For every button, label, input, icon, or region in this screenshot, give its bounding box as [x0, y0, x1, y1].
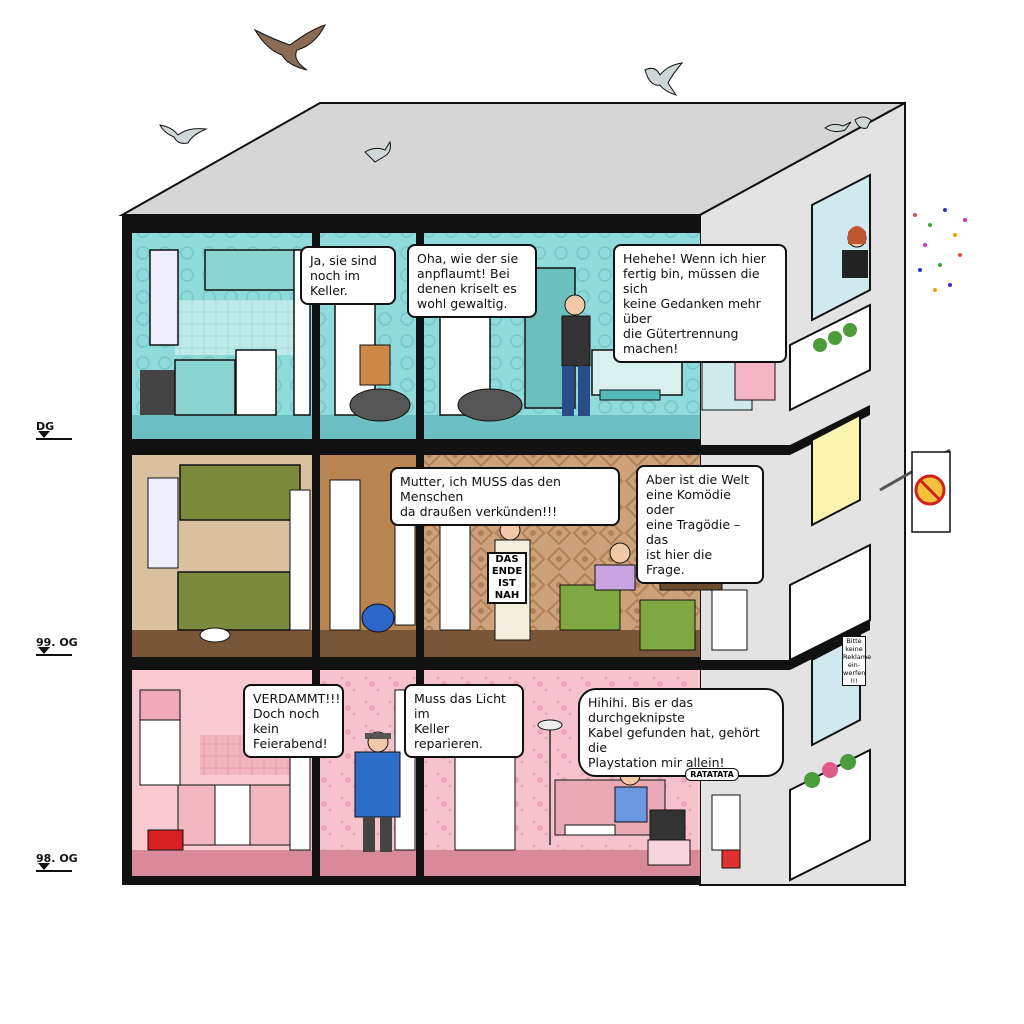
- speech-bubble-mutter: Mutter, ich MUSS das den Menschen da dra…: [390, 467, 620, 526]
- floor-label-dg-text: DG: [36, 420, 55, 433]
- birds: [253, 24, 326, 71]
- speech-bubble-licht: Muss das Licht im Keller reparieren.: [404, 684, 524, 758]
- speech-bubble-anpflaumt: Oha, wie der sie anpflaumt! Bei denen kr…: [407, 244, 537, 318]
- end-is-near-sign: DAS ENDE IST NAH: [487, 552, 527, 604]
- speech-bubble-hihihi: Hihihi. Bis er das durchgeknipste Kabel …: [578, 688, 784, 777]
- ratatata-label: RATATATA: [685, 768, 739, 781]
- floor-line: [36, 870, 72, 872]
- speech-bubble-keller: Ja, sie sind noch im Keller.: [300, 246, 396, 305]
- floor-line: [36, 654, 72, 656]
- speech-bubble-welt: Aber ist die Welt eine Komödie oder eine…: [636, 465, 764, 584]
- floor-label-98-text: 98. OG: [36, 852, 78, 865]
- floor-marker-icon: [38, 647, 50, 654]
- floor-label-99: 99. OG: [36, 636, 78, 656]
- speech-bubble-hehehe: Hehehe! Wenn ich hier fertig bin, müssen…: [613, 244, 787, 363]
- floor-label-99-text: 99. OG: [36, 636, 78, 649]
- floor-line: [36, 438, 72, 440]
- speech-bubble-verdammt: VERDAMMT!!! Doch noch kein Feierabend!: [243, 684, 344, 758]
- floor-label-98: 98. OG: [36, 852, 78, 872]
- floor-marker-icon: [38, 431, 50, 438]
- no-ads-sign: Bitte keine Reklame ein- werfen !!!: [842, 636, 872, 686]
- floor-label-dg: DG: [36, 420, 72, 440]
- floor-marker-icon: [38, 863, 50, 870]
